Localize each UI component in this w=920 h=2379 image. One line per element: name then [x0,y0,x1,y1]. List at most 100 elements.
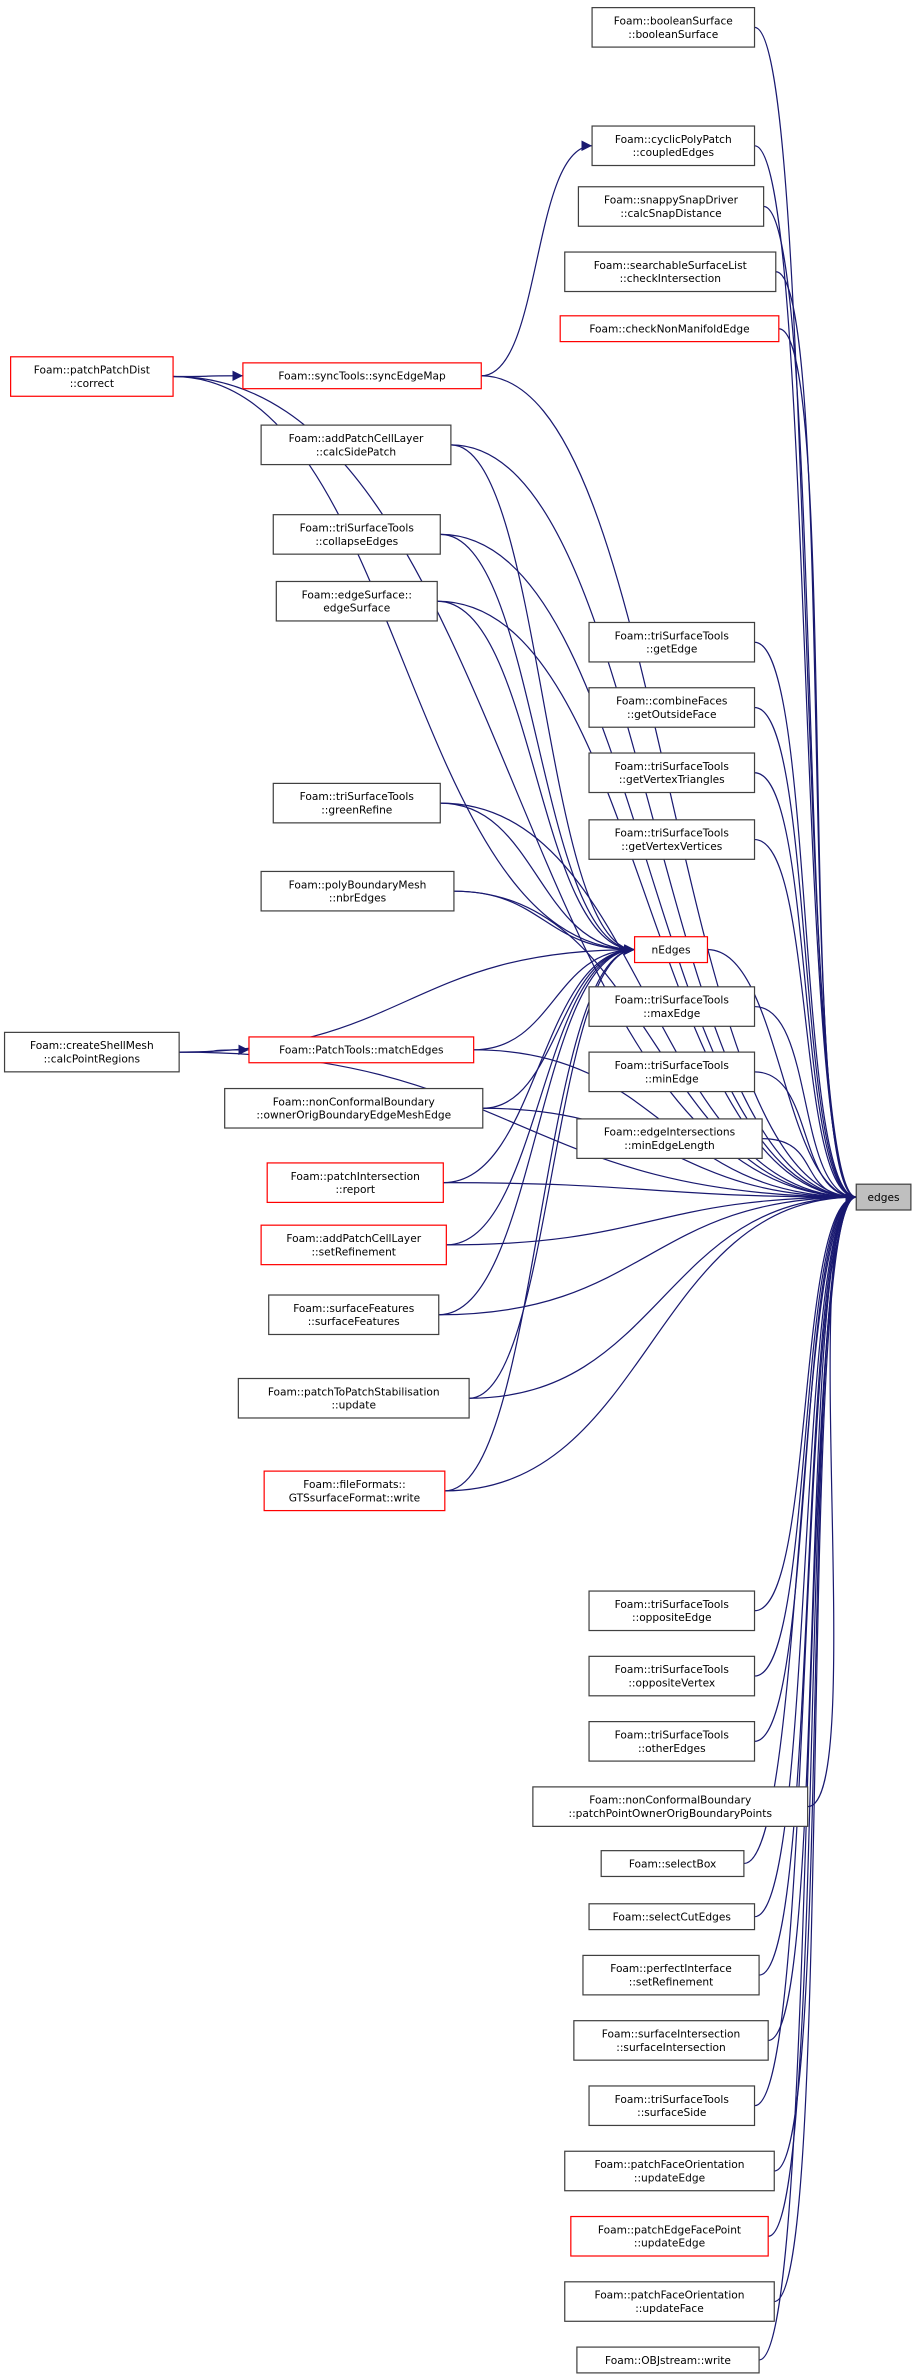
node-label: Foam::snappySnapDriver [604,194,739,207]
graph-node-edge-surface[interactable]: Foam::edgeSurface::edgeSurface [275,580,438,622]
node-label: ::oppositeVertex [628,1677,715,1690]
graph-node-set-refinement-a-p-c-l[interactable]: Foam::addPatchCellLayer::setRefinement [260,1224,447,1266]
node-label: Foam::triSurfaceTools [615,1598,730,1611]
graph-node-check-non-manifold-edge[interactable]: Foam::checkNonManifoldEdge [559,315,780,343]
node-label: ::calcSidePatch [316,445,396,458]
node-box [559,315,780,343]
graph-node-get-edge[interactable]: Foam::triSurfaceTools::getEdge [588,621,756,663]
call-edge [440,533,635,955]
graph-node-n-edges[interactable]: nEdges [633,936,709,964]
node-label: Foam::edgeSurface:: [302,588,412,601]
node-box [588,1051,756,1093]
graph-node-other-edges[interactable]: Foam::triSurfaceTools::otherEdges [588,1721,756,1762]
node-label: ::ownerOrigBoundaryEdgeMeshEdge [256,1109,451,1122]
graph-node-surface-intersection[interactable]: Foam::surfaceIntersection::surfaceInters… [573,2020,769,2061]
graph-node-surface-side[interactable]: Foam::triSurfaceTools::surfaceSide [588,2085,756,2127]
node-label: Foam::addPatchCellLayer [286,1232,421,1245]
node-label: ::update [331,1399,376,1412]
node-label: Foam::polyBoundaryMesh [289,878,427,891]
graph-node-nbr-edges[interactable]: Foam::polyBoundaryMesh::nbrEdges [260,870,455,912]
node-label: Foam::checkNonManifoldEdge [589,323,749,336]
call-edge [437,600,857,1203]
node-box [10,356,174,397]
call-edge [754,1191,857,1677]
graph-node-get-vertex-triangles[interactable]: Foam::triSurfaceTools::getVertexTriangle… [588,752,756,794]
graph-node-coupled-edges[interactable]: Foam::cyclicPolyPatch::coupledEdges [591,125,756,167]
node-label: ::report [335,1183,375,1196]
node-label: ::coupledEdges [633,146,715,159]
call-edge [774,1191,857,2303]
node-label: ::updateEdge [634,2171,705,2184]
node-label: ::calcPointRegions [44,1053,141,1066]
graph-node-pfo-update-edge[interactable]: Foam::patchFaceOrientation::updateEdge [564,2150,775,2192]
graph-node-stab-update[interactable]: Foam::patchToPatchStabilisation::update [237,1377,470,1419]
graph-node-calc-side-patch[interactable]: Foam::addPatchCellLayer::calcSidePatch [260,424,452,466]
node-label: Foam::patchToPatchStabilisation [268,1385,440,1398]
graph-node-patch-point-owner[interactable]: Foam::nonConformalBoundary::patchPointOw… [532,1786,809,1827]
graph-node-surface-features[interactable]: Foam::surfaceFeatures::surfaceFeatures [268,1294,440,1336]
node-label: Foam::triSurfaceTools [300,522,415,535]
graph-node-check-intersection[interactable]: Foam::searchableSurfaceList::checkInters… [564,251,777,293]
node-label: Foam::triSurfaceTools [615,629,730,642]
node-box [248,1036,475,1064]
graph-node-min-edge-length[interactable]: Foam::edgeIntersections::minEdgeLength [576,1118,763,1159]
node-box [588,687,756,728]
graph-node-min-edge[interactable]: Foam::triSurfaceTools::minEdge [588,1051,756,1093]
graph-node-calc-point-regions[interactable]: Foam::createShellMesh::calcPointRegions [3,1031,180,1073]
node-box [588,986,756,1027]
node-label: ::getVertexTriangles [619,773,725,786]
call-edge [763,205,857,1203]
node-box [263,1470,446,1512]
graph-node-perfect-set-refinement[interactable]: Foam::perfectInterface::setRefinement [582,1954,760,1996]
call-edge [481,140,593,377]
node-box [588,1590,756,1632]
graph-node-boolean-surface[interactable]: Foam::booleanSurface::booleanSurface [591,7,756,48]
node-label: Foam::cyclicPolyPatch [615,133,732,146]
graph-node-collapse-edges[interactable]: Foam::triSurfaceTools::collapseEdges [272,514,441,555]
graph-node-select-cut-edges[interactable]: Foam::selectCutEdges [588,1903,756,1931]
node-label: ::setRefinement [629,1976,713,1989]
node-label: Foam::selectBox [629,1857,716,1870]
node-box [588,1721,756,1762]
node-box [268,1294,440,1336]
node-label: Foam::edgeIntersections [604,1126,736,1139]
node-label: Foam::PatchTools::matchEdges [279,1044,444,1057]
graph-node-pfo-update-face[interactable]: Foam::patchFaceOrientation::updateFace [564,2281,775,2322]
node-label: Foam::triSurfaceTools [615,1663,730,1676]
node-label: ::otherEdges [638,1742,706,1755]
call-edge [173,370,243,382]
graph-node-calc-snap-distance[interactable]: Foam::snappySnapDriver::calcSnapDistance [577,186,765,227]
node-label: Foam::OBJstream::write [605,2354,731,2367]
graph-node-green-refine[interactable]: Foam::triSurfaceTools::greenRefine [272,782,441,824]
node-box [582,1954,760,1996]
graph-node-sync-edge-map[interactable]: Foam::syncTools::syncEdgeMap [242,362,482,390]
graph-node-opposite-edge[interactable]: Foam::triSurfaceTools::oppositeEdge [588,1590,756,1632]
node-label: ::maxEdge [643,1007,700,1020]
graph-node-owner-orig[interactable]: Foam::nonConformalBoundary::ownerOrigBou… [224,1087,484,1129]
graph-node-match-edges[interactable]: Foam::PatchTools::matchEdges [248,1036,475,1064]
node-label: ::getVertexVertices [621,840,722,853]
call-edge [469,944,635,1399]
node-label: ::getOutsideFace [627,708,717,721]
graph-node-obj-write[interactable]: Foam::OBJstream::write [576,2346,760,2374]
graph-node-opposite-vertex[interactable]: Foam::triSurfaceTools::oppositeVertex [588,1655,756,1697]
graph-node-get-outside-face[interactable]: Foam::combineFaces::getOutsideFace [588,687,756,728]
node-label: ::surfaceIntersection [616,2041,725,2054]
call-edge [754,838,857,1203]
graph-node-patch-patch-dist[interactable]: Foam::patchPatchDist::correct [10,356,174,397]
node-label: Foam::triSurfaceTools [615,827,730,840]
node-box [588,752,756,794]
graph-node-report[interactable]: Foam::patchIntersection::report [266,1162,444,1204]
node-layer: Foam::booleanSurface::booleanSurfaceFoam… [3,7,912,2374]
call-edge [473,944,635,1051]
graph-node-edges[interactable]: edges [855,1183,912,1211]
graph-node-gts-write[interactable]: Foam::fileFormats::GTSsurfaceFormat::wri… [263,1470,446,1512]
node-label: edgeSurface [323,602,390,615]
node-label: Foam::syncTools::syncEdgeMap [278,370,446,383]
graph-node-pefp-update-edge[interactable]: Foam::patchEdgeFacePoint::updateEdge [570,2215,769,2257]
graph-node-select-box[interactable]: Foam::selectBox [600,1850,745,1878]
node-label: ::surfaceSide [637,2106,706,2119]
graph-node-get-vertex-vertices[interactable]: Foam::triSurfaceTools::getVertexVertices [588,819,756,860]
graph-node-max-edge[interactable]: Foam::triSurfaceTools::maxEdge [588,986,756,1027]
